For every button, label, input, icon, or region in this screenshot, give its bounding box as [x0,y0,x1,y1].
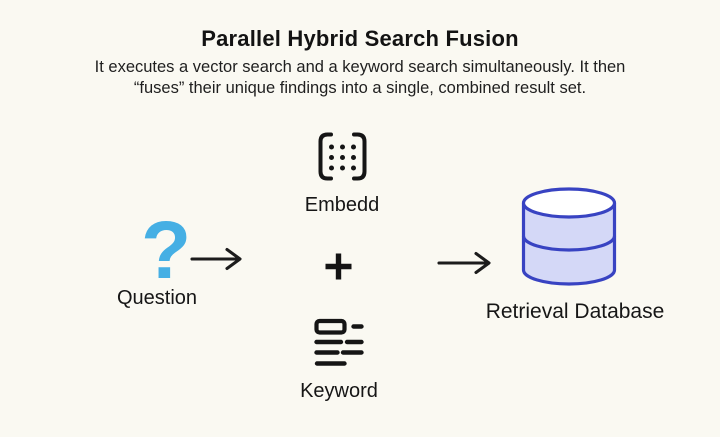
subtitle-line-2: “fuses” their unique findings into a sin… [133,79,587,97]
database-label: Retrieval Database [485,300,665,323]
question-mark-icon: ? [140,205,192,296]
right-arrow-icon [437,251,491,275]
keyword-text-lines-icon [314,318,364,366]
diagram-subtitle: It executes a vector search and a keywor… [0,57,720,99]
database-cylinder-icon [521,187,617,286]
plus-icon [325,253,352,280]
keyword-label: Keyword [300,380,378,402]
embedding-matrix-icon [318,132,367,181]
embedding-label: Embedd [304,194,380,216]
right-arrow-icon [190,247,242,271]
question-label: Question [116,287,198,309]
diagram-title: Parallel Hybrid Search Fusion [201,26,519,51]
subtitle-line-1: It executes a vector search and a keywor… [94,58,626,76]
